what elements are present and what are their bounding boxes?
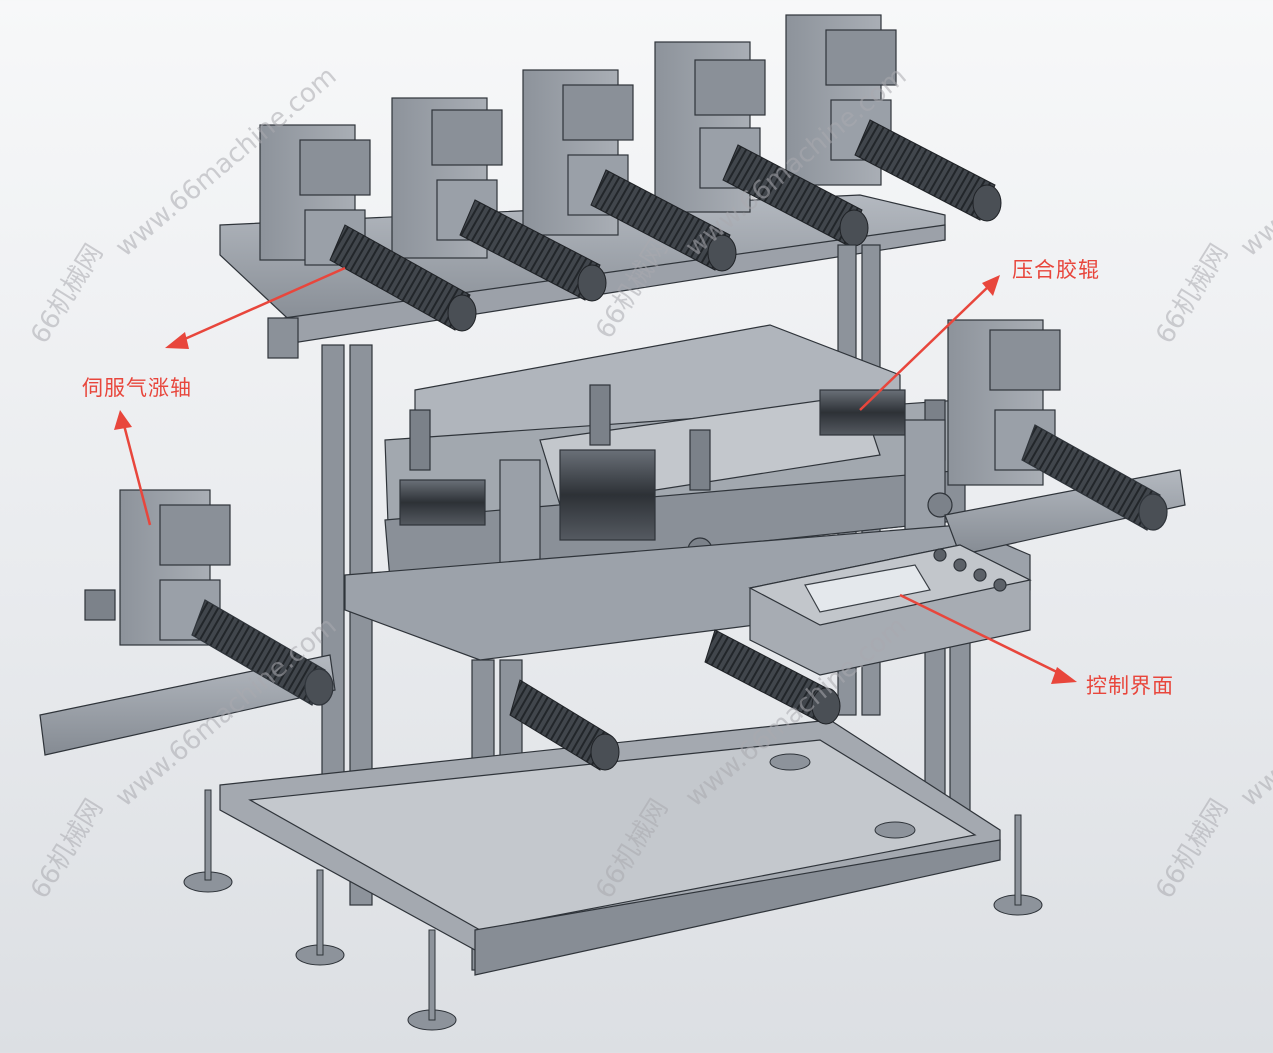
callout-arrows — [114, 266, 1077, 684]
upper-rollers — [329, 119, 1002, 332]
callout-control-panel: 控制界面 — [1086, 674, 1174, 698]
callout-servo-shaft: 伺服气涨轴 — [82, 376, 192, 400]
left-module — [39, 489, 336, 756]
callout-laminating-roller: 压合胶辊 — [1012, 258, 1100, 282]
leveling-feet — [183, 753, 1043, 1031]
lower-rollers — [509, 629, 841, 771]
press-unit — [384, 324, 966, 603]
right-module — [944, 319, 1186, 556]
control-panel — [748, 544, 1032, 676]
